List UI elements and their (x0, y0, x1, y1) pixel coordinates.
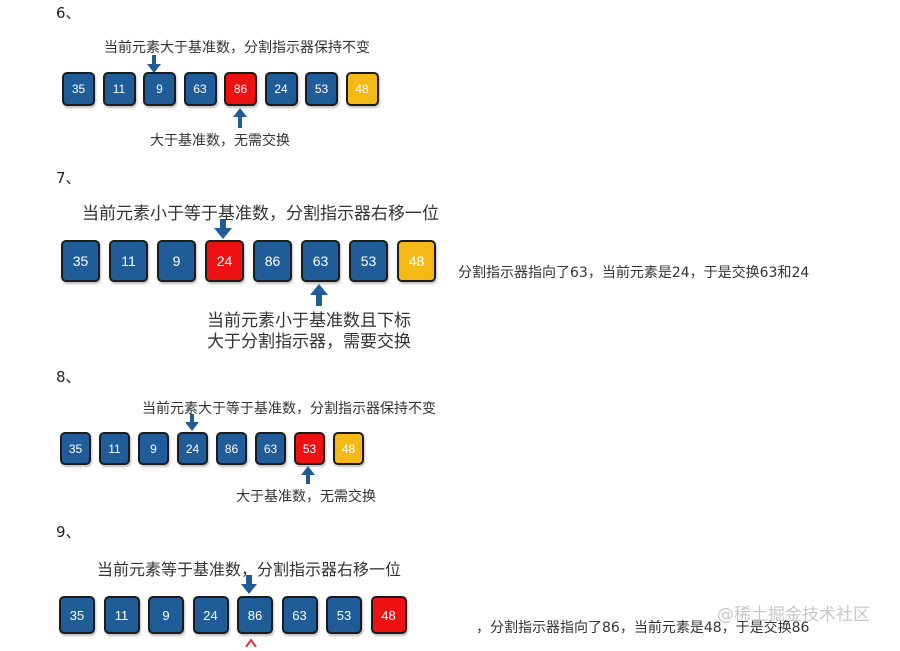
array-element: 24 (192, 596, 229, 634)
array-element: 53 (305, 72, 338, 106)
top-caption: 当前元素大于基准数，分割指示器保持不变 (104, 40, 370, 56)
side-note: 分割指示器指向了63，当前元素是24，于是交换63和24 (458, 265, 810, 281)
array-element: 63 (183, 72, 217, 106)
split-pointer-arrow-down (185, 414, 199, 431)
bottom-caption: 大于分割指示器，需要交换 (207, 332, 411, 352)
array-element: 35 (62, 72, 95, 106)
array-element: 48 (345, 72, 379, 106)
current-pointer-arrow-up (310, 284, 328, 306)
array-element: 24 (264, 72, 298, 106)
watermark: @稀土掘金技术社区 (717, 605, 870, 625)
array-element: 86 (224, 72, 257, 106)
array-element: 48 (397, 240, 436, 282)
array-element: 35 (59, 596, 95, 634)
bottom-caption: 大于基准数，无需交换 (150, 133, 290, 149)
array-element: 35 (60, 432, 91, 465)
side-note: ，分割指示器指向了86，当前元素是48，于是交换86 (476, 620, 810, 636)
current-pointer-arrow-up (233, 108, 247, 128)
array-element: 48 (370, 596, 407, 634)
array-element: 11 (102, 72, 136, 106)
current-pointer-arrow-up (301, 466, 315, 484)
array-element: 86 (216, 432, 247, 465)
step-number: 8、 (56, 368, 81, 386)
array-element: 86 (237, 596, 273, 634)
step-number: 6、 (56, 4, 81, 22)
array-element: 11 (103, 596, 140, 634)
array-element: 63 (255, 432, 286, 465)
array-element: 11 (109, 240, 148, 282)
array-element: 24 (177, 432, 208, 465)
array-element: 86 (253, 240, 292, 282)
array-element: 9 (143, 72, 176, 106)
array-element: 53 (326, 596, 362, 634)
array-element: 35 (61, 240, 100, 282)
array-element: 9 (157, 240, 196, 282)
array-element: 24 (205, 240, 244, 282)
array-element: 11 (99, 432, 130, 465)
bottom-caption: 大于基准数，无需交换 (236, 489, 376, 505)
split-pointer-arrow-down (241, 575, 257, 594)
split-pointer-arrow-down (214, 219, 232, 239)
top-caption: 当前元素小于等于基准数，分割指示器右移一位 (82, 204, 439, 224)
split-pointer-arrow-down (147, 55, 161, 73)
top-caption: 当前元素等于基准数，分割指示器右移一位 (97, 560, 402, 579)
array-element: 48 (333, 432, 364, 465)
array-element: 9 (148, 596, 184, 634)
top-caption: 当前元素大于等于基准数，分割指示器保持不变 (142, 401, 436, 417)
array-element: 63 (301, 240, 340, 282)
step-number: 7、 (56, 169, 81, 187)
step-number: 9、 (56, 523, 81, 541)
bottom-caption: 当前元素小于基准数且下标 (207, 311, 411, 331)
array-element: 9 (138, 432, 169, 465)
array-element: 63 (281, 596, 318, 634)
array-element: 53 (294, 432, 325, 465)
array-element: 53 (349, 240, 388, 282)
swap-indicator-arrow (244, 632, 258, 648)
